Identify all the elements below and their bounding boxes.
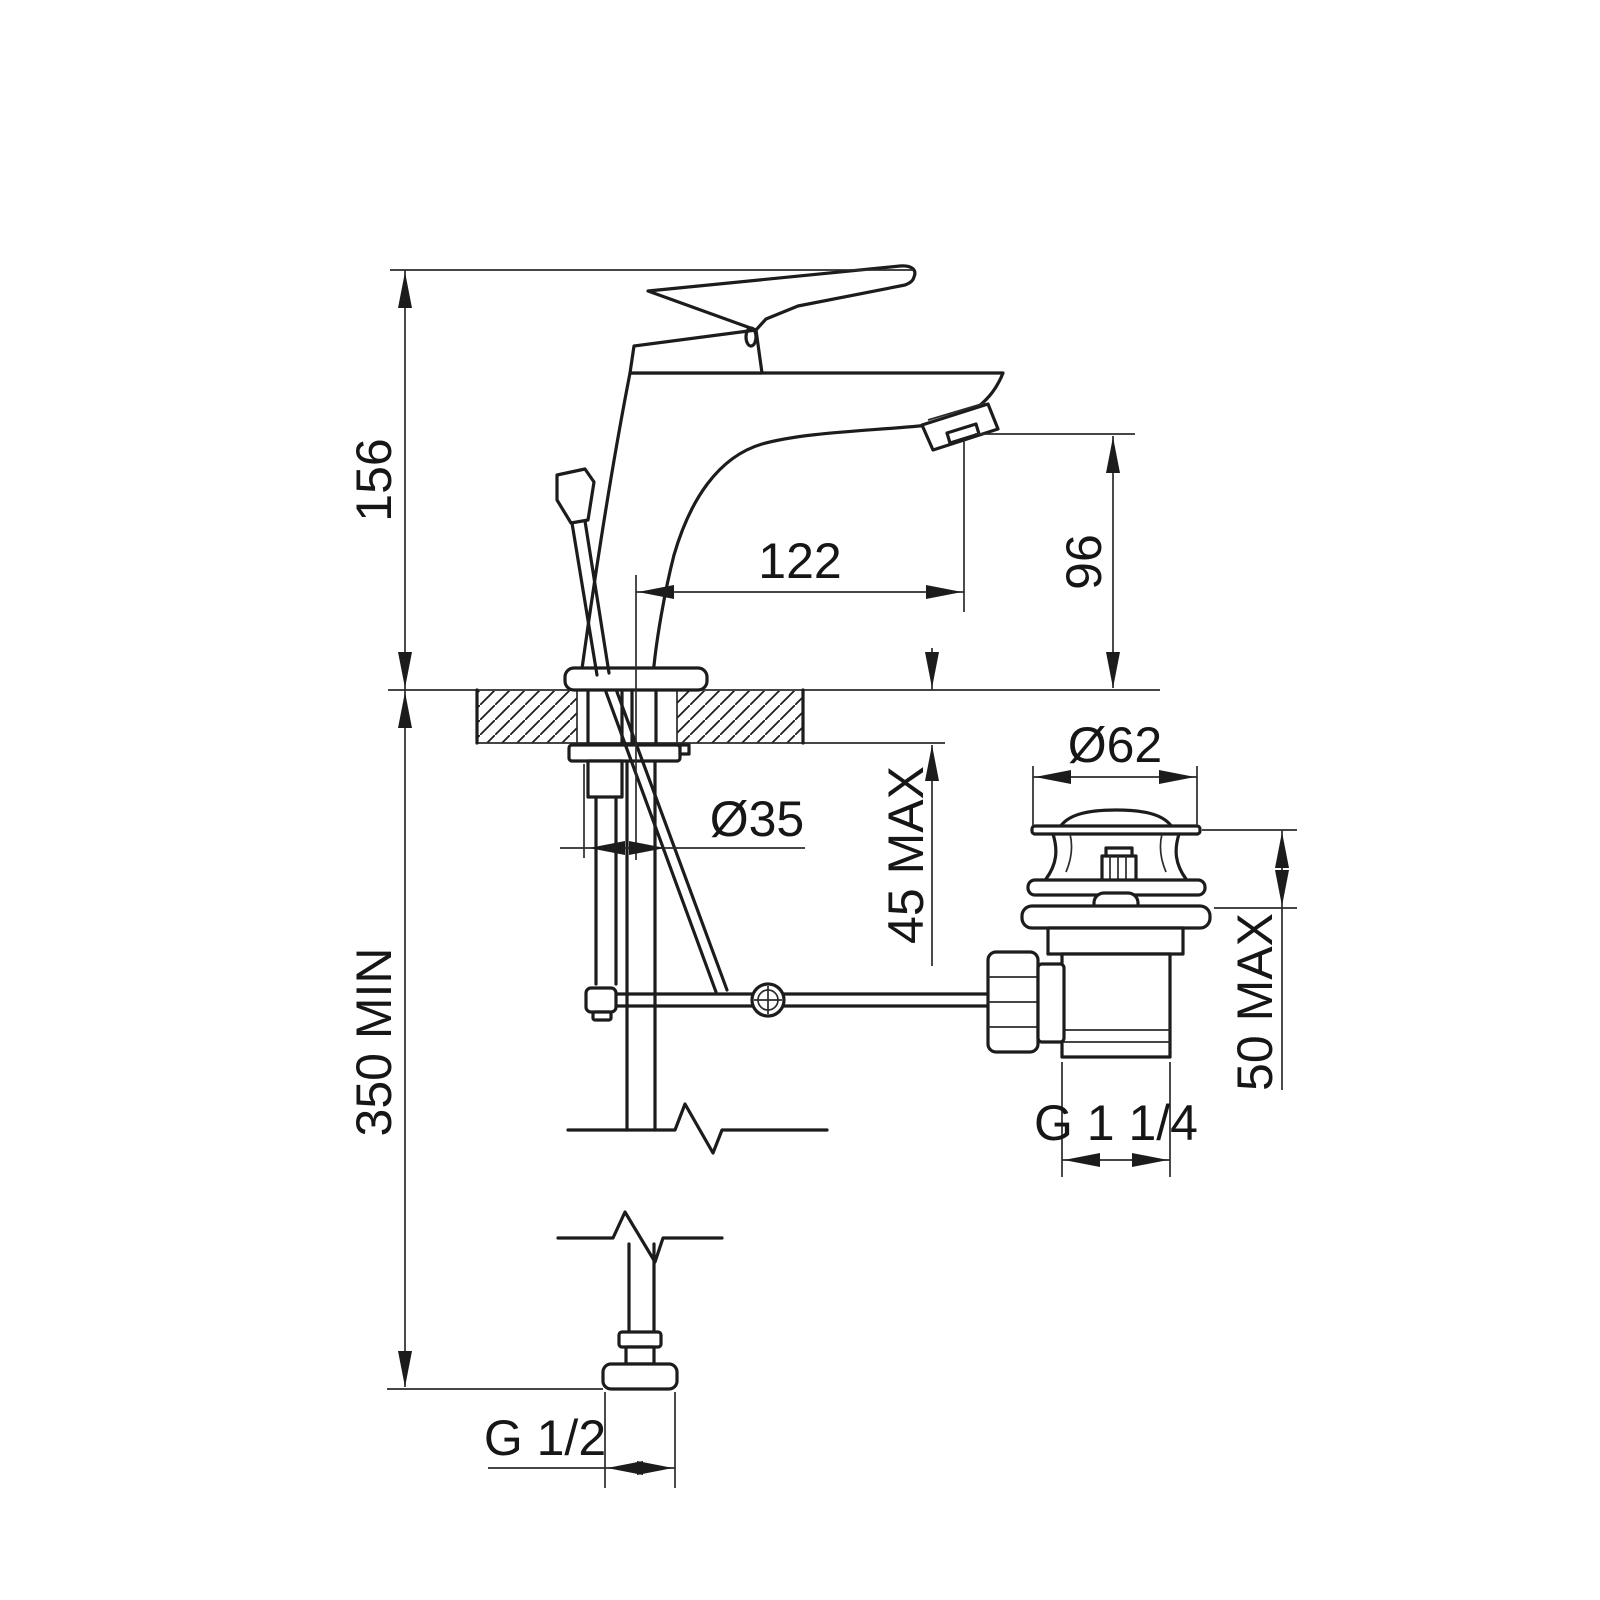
mounting-nut: [586, 759, 624, 799]
hose-tube: [627, 1242, 656, 1334]
linkage-end-cap: [584, 986, 618, 1014]
threaded-stud: [594, 795, 618, 986]
waste-body-step: [1046, 926, 1185, 956]
aerator: [920, 402, 1000, 452]
waste-plug-cap: [1058, 808, 1174, 829]
dim-waste-diameter: Ø62: [1032, 717, 1198, 826]
waste-tailpiece: [1060, 952, 1172, 1059]
break-line-lower: [556, 1210, 724, 1264]
dim-basin-clamp: 50 MAX: [1202, 829, 1297, 1091]
dim-hole-diameter: Ø35: [560, 764, 805, 858]
handle-pivot-screw: [744, 326, 758, 348]
waste-washer-lower: [1020, 904, 1212, 930]
faucet-body: [555, 264, 1005, 692]
dim-label-350-min: 350 MIN: [346, 948, 402, 1137]
hose-neck: [624, 1345, 656, 1366]
lock-washer: [567, 743, 682, 763]
cartridge-housing: [628, 328, 764, 375]
break-line-upper: [566, 1102, 829, 1155]
washer-tab: [678, 743, 691, 756]
dim-label-96: 96: [1056, 534, 1112, 590]
dim-waste-thread: G 1 1/4: [1034, 1062, 1198, 1177]
dim-label-156: 156: [346, 438, 402, 521]
hose-collar: [617, 1330, 663, 1349]
hose-nut-g12: [601, 1362, 679, 1391]
dim-deck-thickness: 45 MAX: [878, 648, 939, 966]
underdeck-fittings: [566, 690, 990, 1155]
dim-label-50-max: 50 MAX: [1227, 913, 1283, 1091]
popup-rod-upper: [570, 519, 611, 677]
dim-label-o35: Ø35: [710, 791, 805, 847]
deck-section: [388, 688, 1160, 745]
waste-clamp-thread: [1100, 854, 1138, 884]
dim-spout-reach: 122: [635, 440, 965, 860]
dim-label-o62: Ø62: [1068, 717, 1163, 773]
supply-hose-end: [556, 1210, 724, 1391]
dim-total-height: 156: [346, 269, 913, 690]
dim-label-g12: G 1/2: [484, 1410, 606, 1466]
lever-handle: [646, 264, 917, 332]
dim-label-122: 122: [758, 533, 841, 589]
dim-hose-min: 350 MIN: [346, 690, 603, 1390]
dim-label-g114: G 1 1/4: [1034, 1095, 1198, 1151]
popup-waste-assembly: [986, 808, 1212, 1059]
dim-label-45-max: 45 MAX: [878, 766, 934, 944]
dim-spout-height: 96: [975, 433, 1135, 688]
popup-knob: [555, 467, 596, 525]
dim-inlet-thread: G 1/2: [484, 1392, 676, 1488]
linkage-bar: [598, 992, 990, 1008]
waste-flange: [1030, 824, 1202, 836]
